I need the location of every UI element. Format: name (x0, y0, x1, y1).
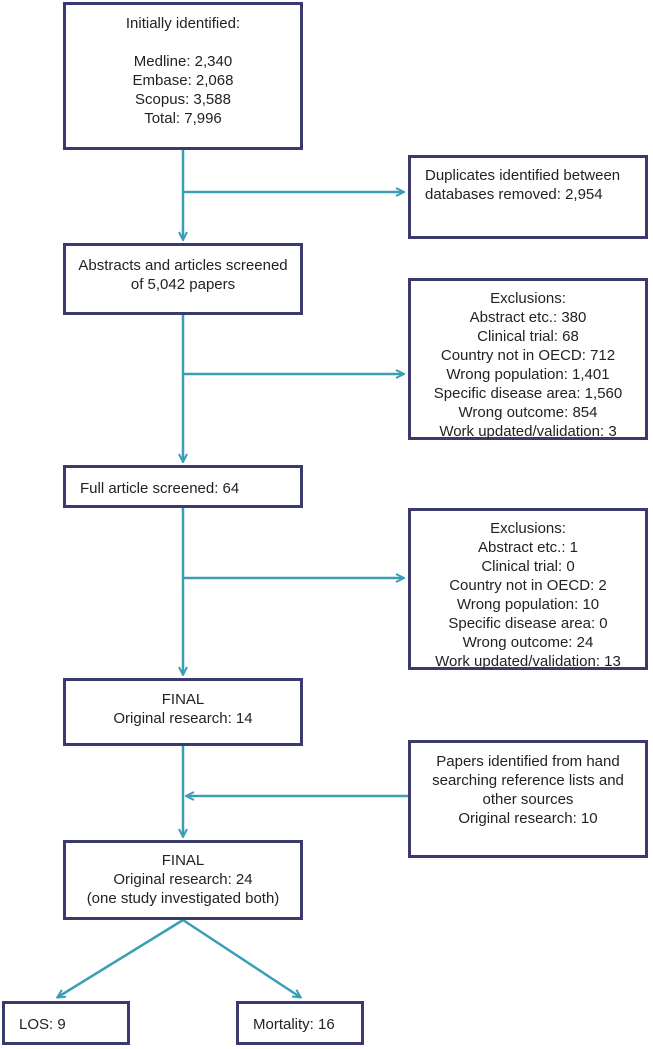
hand-search-box: Papers identified from hand searching re… (408, 740, 648, 858)
final2-count: Original research: 24 (113, 871, 253, 888)
screened-line-1: Abstracts and articles screened (78, 257, 288, 274)
los-box: LOS: 9 (2, 1001, 130, 1045)
exclusions1-country: Country not in OECD: 712 (440, 347, 616, 364)
exclusions2-outcome: Wrong outcome: 24 (462, 634, 594, 651)
duplicates-line-2: databases removed: 2,954 (425, 186, 603, 203)
hand-line-3: other sources (482, 791, 574, 808)
exclusions1-heading: Exclusions: (490, 290, 566, 307)
final-box-2: FINAL Original research: 24 (one study i… (63, 840, 303, 920)
exclusions-box-2: Exclusions: Abstract etc.: 1 Clinical tr… (408, 508, 648, 670)
arrow-to-los (58, 918, 184, 997)
mortality-box: Mortality: 16 (236, 1001, 364, 1045)
final1-count: Original research: 14 (113, 710, 253, 727)
exclusions2-population: Wrong population: 10 (456, 596, 600, 613)
full-screened-box: Full article screened: 64 (63, 465, 303, 508)
exclusions2-work-updated: Work updated/validation: 13 (435, 653, 621, 670)
exclusions2-abstract: Abstract etc.: 1 (477, 539, 579, 556)
screened-box: Abstracts and articles screened of 5,042… (63, 243, 303, 315)
hand-line-2: searching reference lists and (432, 772, 624, 789)
exclusions2-heading: Exclusions: (490, 520, 566, 537)
exclusions1-work-updated: Work updated/validation: 3 (439, 423, 617, 440)
screened-line-2: of 5,042 papers (130, 276, 236, 293)
exclusions1-outcome: Wrong outcome: 854 (458, 404, 598, 421)
duplicates-box: Duplicates identified between databases … (408, 155, 648, 239)
final1-heading: FINAL (161, 691, 205, 708)
exclusions2-country: Country not in OECD: 2 (449, 577, 607, 594)
hand-line-1: Papers identified from hand (436, 753, 620, 770)
medline-count: Medline: 2,340 (133, 53, 233, 70)
exclusions1-abstract: Abstract etc.: 380 (469, 309, 587, 326)
scopus-count: Scopus: 3,588 (135, 91, 231, 108)
exclusions1-population: Wrong population: 1,401 (446, 366, 610, 383)
exclusions2-clinical-trial: Clinical trial: 0 (481, 558, 575, 575)
hand-count: Original research: 10 (458, 810, 598, 827)
identified-heading: Initially identified: (125, 15, 241, 32)
final2-note: (one study investigated both) (86, 890, 280, 907)
full-screened-line: Full article screened: 64 (80, 480, 240, 497)
exclusions1-disease-area: Specific disease area: 1,560 (433, 385, 623, 402)
los-count: LOS: 9 (19, 1016, 66, 1033)
final2-heading: FINAL (161, 852, 205, 869)
embase-count: Embase: 2,068 (132, 72, 234, 89)
duplicates-line-1: Duplicates identified between (425, 167, 621, 184)
mortality-count: Mortality: 16 (253, 1016, 335, 1033)
final-box-1: FINAL Original research: 14 (63, 678, 303, 746)
total-count: Total: 7,996 (144, 110, 222, 127)
exclusions2-disease-area: Specific disease area: 0 (448, 615, 608, 632)
exclusions-box-1: Exclusions: Abstract etc.: 380 Clinical … (408, 278, 648, 440)
exclusions1-clinical-trial: Clinical trial: 68 (477, 328, 579, 345)
identified-box: Initially identified: Medline: 2,340 Emb… (63, 2, 303, 150)
arrow-to-mortality (182, 918, 300, 997)
